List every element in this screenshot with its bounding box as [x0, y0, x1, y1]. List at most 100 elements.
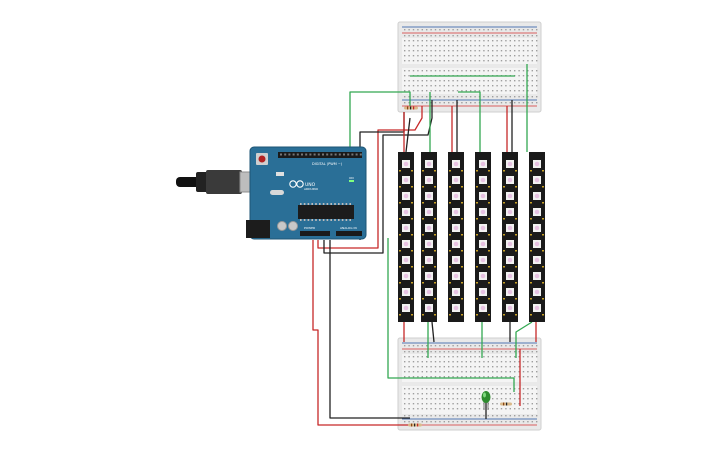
hole: [522, 35, 525, 37]
hole: [505, 376, 507, 378]
chip-pin: [345, 219, 348, 221]
hole: [531, 50, 533, 52]
hole: [412, 90, 415, 92]
hole: [443, 45, 445, 47]
hole: [470, 415, 472, 417]
hole: [474, 40, 476, 42]
hole: [452, 351, 454, 353]
hole: [496, 45, 498, 47]
led-strip[interactable]: [421, 152, 437, 322]
hole: [448, 356, 450, 358]
hole: [430, 356, 432, 358]
breadboard-bottom[interactable]: [397, 337, 542, 431]
hole: [483, 50, 485, 52]
chip-pin: [326, 219, 329, 221]
hole: [496, 345, 498, 347]
resistor-top[interactable]: [404, 106, 418, 110]
neopixel-led: [426, 305, 432, 311]
hole: [417, 403, 419, 405]
hole: [527, 345, 529, 347]
neopixel-led: [480, 257, 486, 263]
hole: [492, 96, 494, 98]
header-pin: [317, 153, 320, 156]
green-led[interactable]: [481, 391, 491, 410]
hole: [470, 80, 472, 82]
hole: [404, 80, 406, 82]
hole: [474, 35, 476, 37]
hole: [452, 403, 454, 405]
digital-header[interactable]: [278, 152, 362, 158]
led-strip[interactable]: [475, 152, 491, 322]
hole: [536, 45, 538, 47]
capacitor: [288, 221, 298, 231]
hole: [483, 40, 485, 42]
hole: [443, 50, 445, 52]
hole: [518, 356, 520, 358]
arduino-uno[interactable]: DIGITAL (PWM ~) UNO ARDUINO ON POWER ANA…: [246, 146, 367, 240]
hole: [412, 96, 415, 98]
hole: [434, 29, 437, 31]
hole: [518, 345, 520, 347]
hole: [492, 50, 494, 52]
hole: [509, 356, 511, 358]
hole: [518, 421, 520, 423]
hole: [430, 60, 432, 62]
hole: [426, 356, 428, 358]
header-pin: [326, 153, 329, 156]
led-strip[interactable]: [398, 152, 414, 322]
hole: [500, 408, 503, 410]
hole: [509, 361, 511, 363]
breadboard-top[interactable]: [397, 21, 542, 113]
hole: [496, 35, 498, 37]
reset-button[interactable]: [256, 153, 268, 165]
hole: [496, 393, 498, 395]
hole: [448, 90, 450, 92]
hole: [470, 393, 472, 395]
led-strip[interactable]: [529, 152, 545, 322]
pad: [530, 186, 532, 188]
hole: [518, 403, 520, 405]
led-strip[interactable]: [502, 152, 518, 322]
hole: [461, 356, 463, 358]
hole: [505, 96, 507, 98]
pad: [422, 234, 424, 236]
pad: [422, 266, 424, 268]
pad: [503, 314, 505, 316]
neopixel-led: [534, 289, 540, 295]
hole: [474, 102, 476, 104]
hole: [461, 371, 463, 373]
pad: [503, 218, 505, 220]
resistor-led[interactable]: [500, 402, 512, 406]
hole: [487, 376, 489, 378]
hole: [487, 45, 489, 47]
hole: [434, 376, 437, 378]
neopixel-led: [534, 209, 540, 215]
hole: [443, 403, 445, 405]
hole: [456, 35, 459, 37]
hole: [470, 55, 472, 57]
hole: [456, 366, 459, 368]
pad: [449, 234, 451, 236]
hole: [470, 351, 472, 353]
hole: [448, 102, 450, 104]
hole: [483, 85, 485, 87]
hole: [421, 60, 423, 62]
led-strip-group: [398, 152, 545, 322]
analog-header[interactable]: [336, 231, 362, 236]
hole: [474, 60, 476, 62]
led-strip[interactable]: [448, 152, 464, 322]
power-header[interactable]: [300, 231, 330, 236]
power-jack[interactable]: [246, 220, 270, 238]
power-led: [349, 180, 354, 182]
pad: [461, 250, 463, 252]
pad: [488, 314, 490, 316]
hole: [412, 361, 415, 363]
hole: [412, 421, 415, 423]
header-pin: [288, 153, 291, 156]
resistor-bottom[interactable]: [408, 423, 422, 427]
hole: [417, 371, 419, 373]
hole: [430, 421, 432, 423]
hole: [514, 376, 516, 378]
neopixel-led: [453, 193, 459, 199]
hole: [408, 70, 410, 72]
